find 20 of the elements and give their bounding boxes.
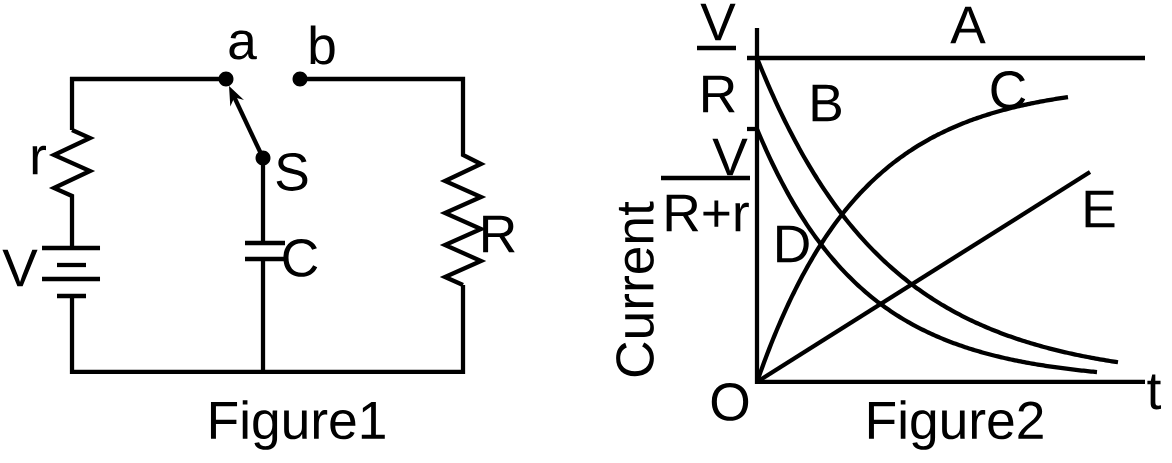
curve-label: B	[812, 84, 841, 122]
component-label: r	[32, 145, 46, 175]
terminal-label: b	[310, 25, 335, 65]
component-label: S	[276, 153, 308, 191]
figure-caption: Figure2	[868, 400, 1043, 450]
curve-label: D	[777, 225, 809, 263]
axis-label: Current	[616, 201, 654, 377]
fraction-numerator: V	[700, 3, 736, 41]
curve-label: E	[1085, 190, 1115, 228]
fraction-numerator: V	[712, 138, 748, 176]
axis-label: t	[1147, 374, 1161, 410]
curve-label: A	[950, 6, 986, 44]
component-label: V	[2, 249, 38, 287]
fraction-denominator: R	[703, 75, 735, 113]
component-label: C	[283, 239, 318, 277]
terminal-label: a	[229, 30, 257, 60]
fraction-denominator: R+r	[666, 194, 749, 232]
component-label: R	[483, 215, 515, 253]
figure-caption: Figure1	[210, 400, 385, 450]
origin-label: O	[711, 383, 749, 421]
